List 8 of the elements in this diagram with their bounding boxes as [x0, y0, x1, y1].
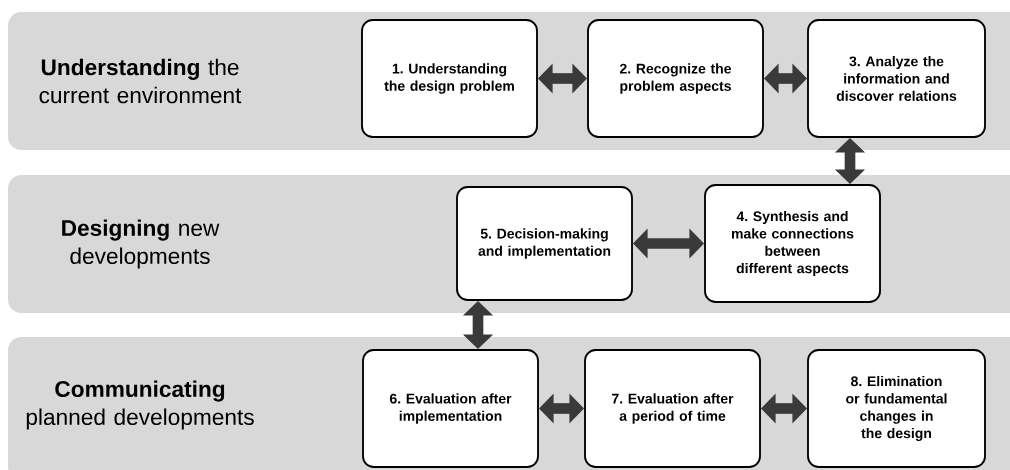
process-box: 7. Evaluation after a period of time — [584, 349, 761, 468]
process-box: 4. Synthesis and make connections between different aspects — [704, 184, 881, 303]
process-box: 6. Evaluation after implementation — [362, 349, 539, 468]
process-box: 8. Elimination or fundamental changes in the design — [807, 349, 986, 468]
process-box: 2. Recognize the problem aspects — [587, 19, 764, 138]
process-box: 1. Understanding the design problem — [361, 19, 538, 138]
process-box: 5. Decision-making and implementation — [456, 186, 633, 301]
process-box: 3. Analyze the information and discover relations — [807, 19, 986, 138]
